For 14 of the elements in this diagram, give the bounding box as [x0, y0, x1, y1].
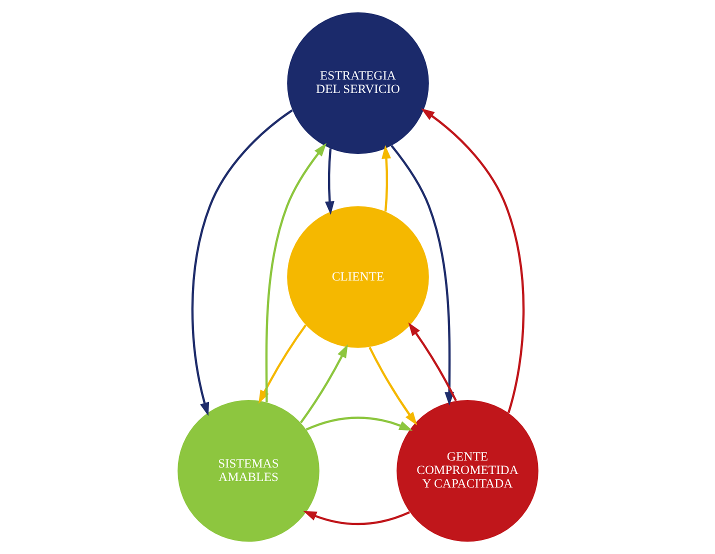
- arrow: [368, 346, 417, 426]
- arrow: [302, 510, 410, 526]
- node-circle: CLIENTE: [286, 206, 428, 348]
- arrow: [420, 108, 524, 414]
- arrow: [264, 143, 326, 402]
- arrow: [299, 344, 348, 424]
- arrow: [390, 144, 454, 406]
- arrow: [381, 145, 391, 212]
- node-circle: ESTRATEGIA DEL SERVICIO: [286, 12, 428, 154]
- arrow: [324, 148, 334, 215]
- arrow: [305, 416, 412, 431]
- arrow: [408, 322, 456, 402]
- arrow: [190, 109, 292, 416]
- arrow: [258, 324, 306, 404]
